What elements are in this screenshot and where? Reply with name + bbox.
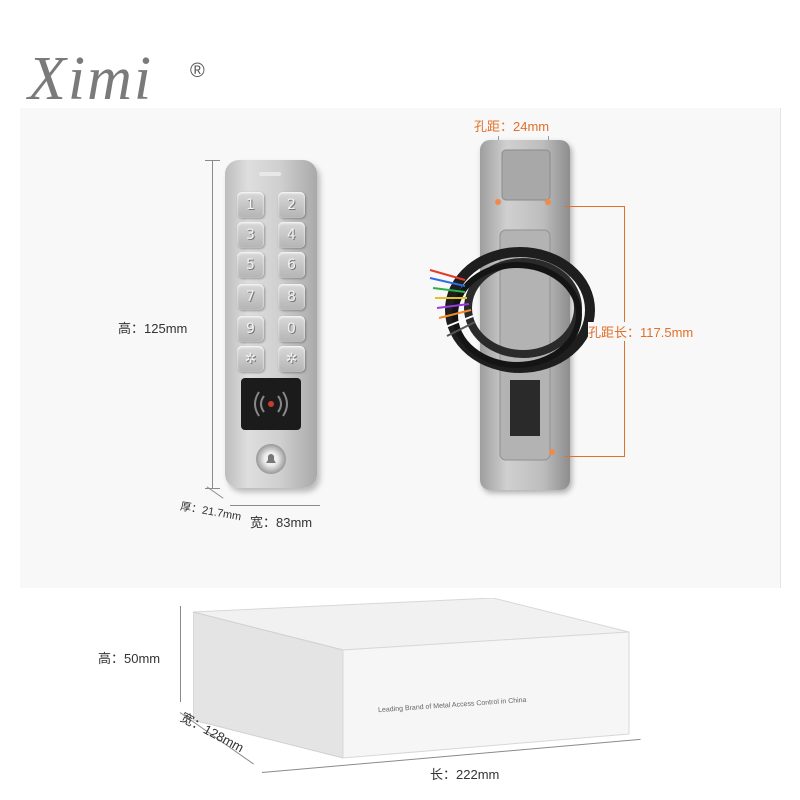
box-height-label: 高：50mm <box>98 651 161 666</box>
width-dimension-line <box>230 505 320 506</box>
front-height-label: 高：125mm <box>118 321 188 336</box>
key-4: 4 <box>278 222 305 248</box>
hole-length-tick-top <box>565 206 625 207</box>
rfid-wave-icon <box>254 391 288 417</box>
registered-mark: ® <box>190 60 205 82</box>
key-7: 7 <box>237 284 264 310</box>
hole-length-tick-bottom <box>565 456 625 457</box>
hole-length-label: 孔距长：117.5mm <box>588 322 694 341</box>
height-dimension-line <box>212 160 213 488</box>
key-6: 6 <box>278 252 305 278</box>
exit-button <box>256 444 286 474</box>
height-tick-bottom <box>205 488 220 489</box>
box-height-line <box>180 606 181 702</box>
package-box <box>193 598 630 759</box>
front-width-label: 宽：83mm <box>250 515 313 530</box>
box-length-label: 长：222mm <box>430 767 500 782</box>
key-1: 1 <box>237 192 264 218</box>
hole-spacing-label: 孔距：24mm <box>474 119 550 134</box>
key-2: 2 <box>278 192 305 218</box>
brand-logo: Ximi <box>28 45 154 113</box>
card-reader-window <box>241 378 301 430</box>
key-5: 5 <box>237 252 264 278</box>
key-0: 0 <box>278 316 305 342</box>
bell-icon <box>266 454 276 463</box>
key-bell: ✲ <box>237 346 264 372</box>
height-tick-top <box>205 160 220 161</box>
cable-coil <box>429 247 595 373</box>
key-star: ✲ <box>278 346 305 372</box>
key-8: 8 <box>278 284 305 310</box>
key-9: 9 <box>237 316 264 342</box>
led-indicator <box>259 172 281 176</box>
keypad-front: 1 2 3 4 5 6 7 8 9 0 ✲ ✲ <box>225 160 317 488</box>
key-3: 3 <box>237 222 264 248</box>
product-panel <box>20 108 781 588</box>
